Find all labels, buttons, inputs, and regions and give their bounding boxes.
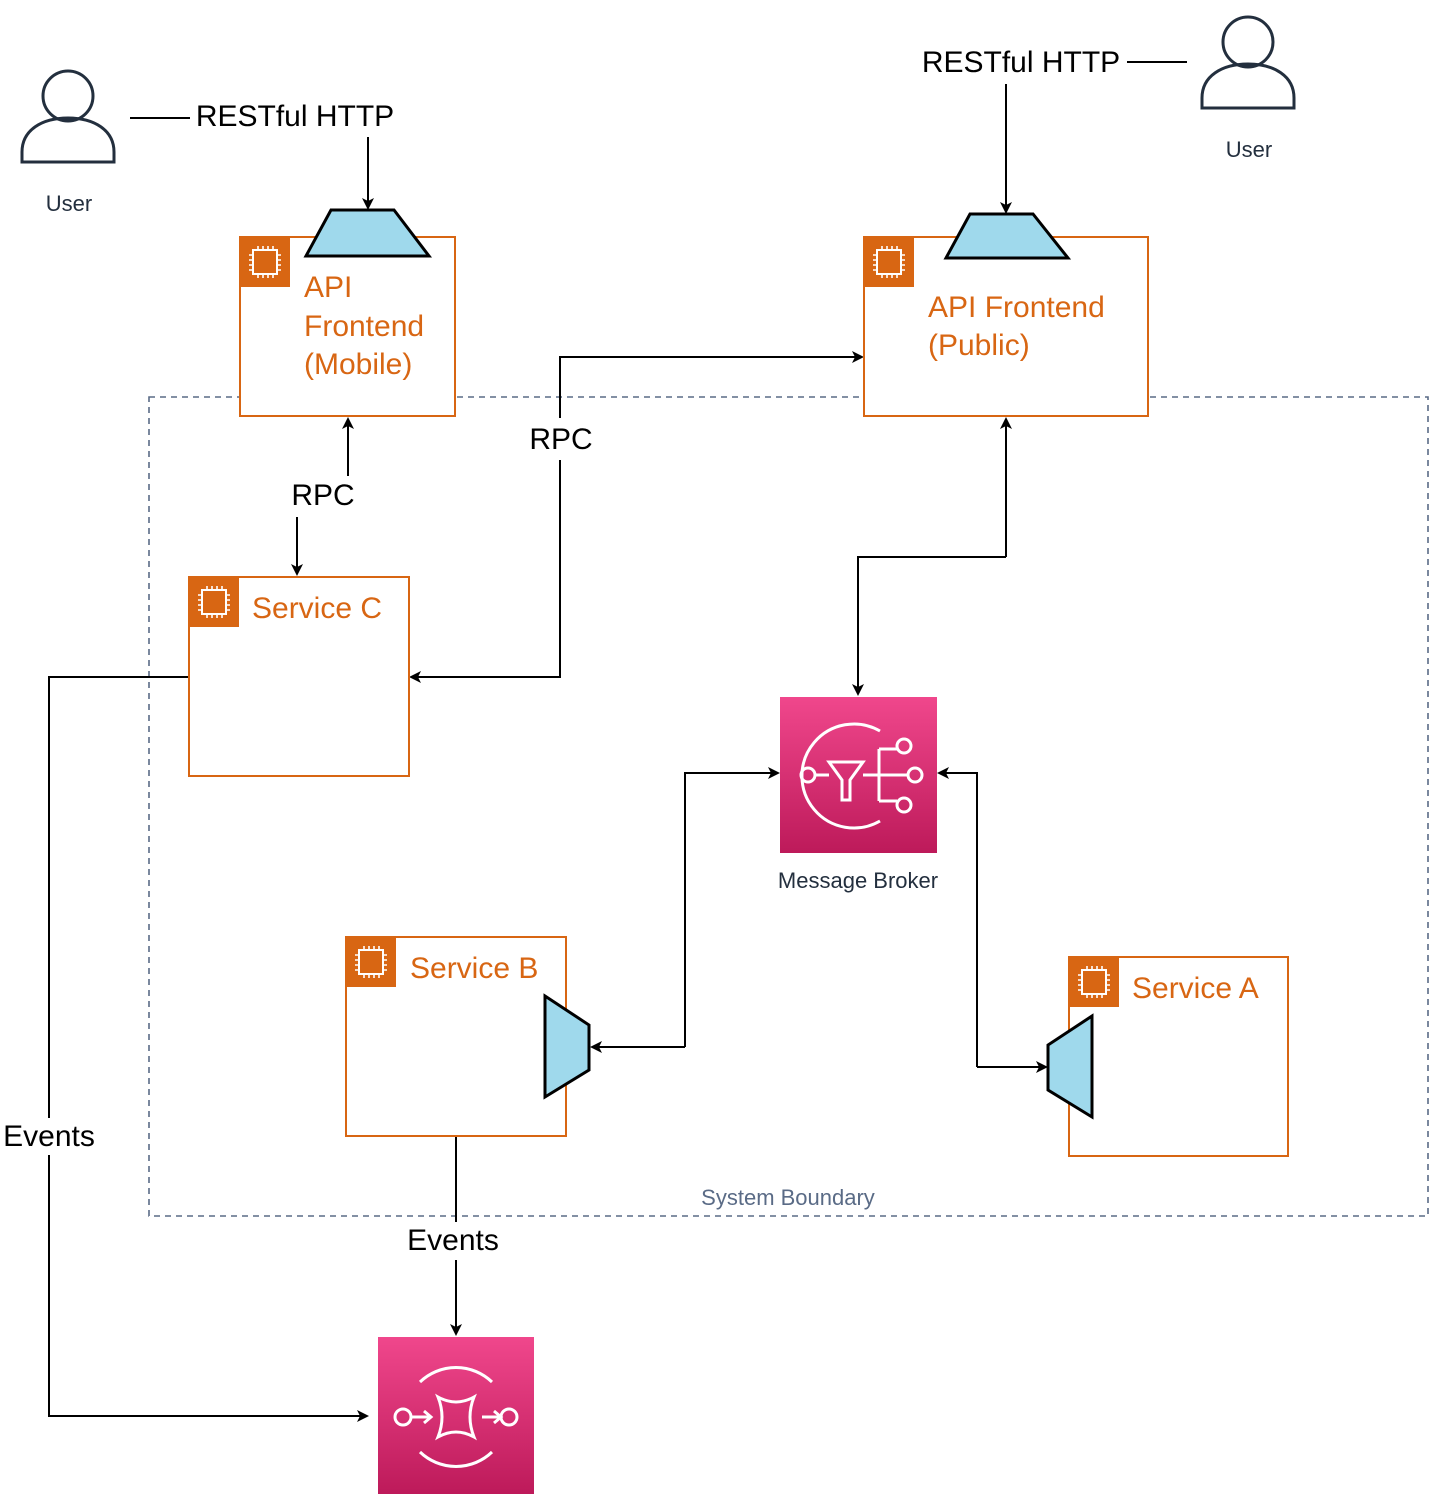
edges	[48, 61, 1187, 1422]
system-boundary[interactable]: System Boundary	[148, 396, 1429, 1217]
user-right[interactable]: User	[1200, 15, 1296, 162]
edge-label-http-left: RESTful HTTP	[196, 100, 394, 133]
service-c[interactable]: Service C	[188, 576, 410, 777]
edge-label-rpc-public: RPC	[529, 423, 592, 456]
trapezoid-gateway-icon	[943, 212, 1072, 260]
message-broker[interactable]: Message Broker	[778, 697, 938, 893]
edge-broker-b-a[interactable]	[684, 767, 780, 1047]
api-mobile-title: API Frontend (Mobile)	[304, 271, 432, 381]
user-left-label: User	[46, 191, 92, 216]
chip-icon	[1069, 957, 1119, 1007]
edge-events-c-b[interactable]	[48, 1155, 369, 1422]
service-a-title: Service A	[1132, 972, 1259, 1005]
edge-label-events-c: Events	[3, 1120, 95, 1153]
chip-icon	[864, 237, 914, 287]
event-queue[interactable]	[378, 1337, 534, 1494]
sqs-queue-icon	[393, 1366, 519, 1468]
edge-rpc-public-up[interactable]	[559, 351, 864, 418]
user-left[interactable]: User	[20, 69, 116, 216]
user-icon	[1200, 15, 1296, 110]
service-c-title: Service C	[252, 592, 382, 625]
chip-icon	[346, 937, 396, 987]
trapezoid-gateway-icon	[543, 993, 591, 1100]
chip-icon	[189, 577, 239, 627]
edge-label-events-b: Events	[407, 1224, 499, 1257]
trapezoid-gateway-icon	[1046, 1013, 1094, 1120]
message-broker-label: Message Broker	[778, 868, 938, 893]
service-a[interactable]: Service A	[1046, 956, 1289, 1157]
api-public-title: API Frontend (Public)	[928, 291, 1113, 362]
edge-labels: RESTful HTTP RESTful HTTP RPC RPC Events…	[3, 46, 1120, 1257]
edge-label-rpc-mobile: RPC	[291, 479, 354, 512]
trapezoid-gateway-icon	[303, 208, 433, 258]
system-boundary-label: System Boundary	[701, 1185, 875, 1210]
api-frontend-public[interactable]: API Frontend (Public)	[863, 212, 1149, 417]
service-b-title: Service B	[410, 952, 538, 985]
chip-icon	[240, 237, 290, 287]
service-b[interactable]: Service B	[345, 936, 591, 1137]
edge-broker-a-a[interactable]	[937, 767, 978, 1067]
edge-rpc-public-down[interactable]	[409, 460, 561, 683]
user-icon	[20, 69, 116, 164]
edge-events-c-a[interactable]	[48, 676, 188, 1118]
user-right-label: User	[1226, 137, 1272, 162]
sns-filter-icon	[799, 722, 924, 830]
edge-public-broker-down[interactable]	[852, 556, 1006, 696]
edge-label-http-right: RESTful HTTP	[922, 46, 1120, 79]
api-frontend-mobile[interactable]: API Frontend (Mobile)	[239, 208, 456, 417]
